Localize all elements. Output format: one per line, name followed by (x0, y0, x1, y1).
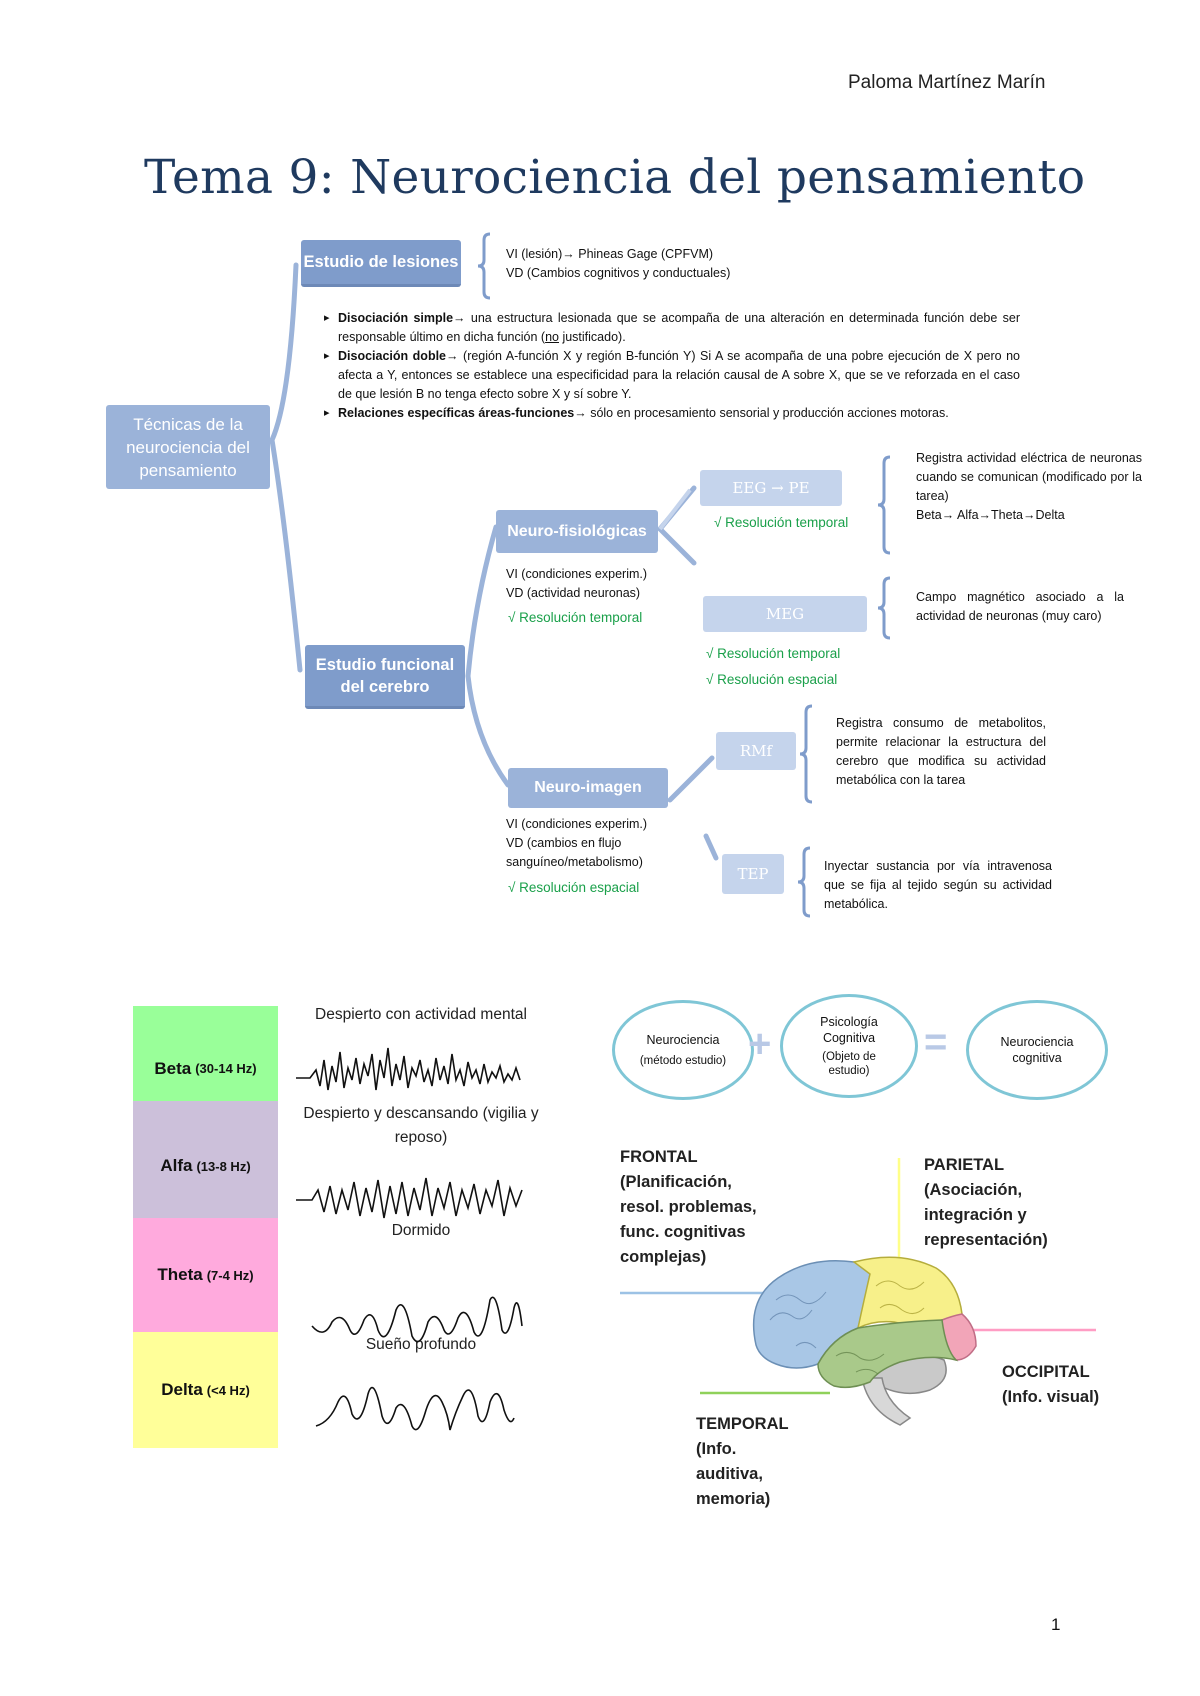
meg-description: Campo magnético asociado a la actividad … (916, 590, 1124, 623)
wave-delta-cell: Delta(<4 Hz) (133, 1332, 278, 1448)
neurofisio-check: √ Resolución temporal (508, 610, 643, 625)
ellipse-neurociencia: Neurociencia (método estudio) (612, 1000, 754, 1100)
rmf-description: Registra consumo de metabolitos, permite… (836, 716, 1046, 787)
concept-map-connectors (269, 232, 891, 918)
node-meg: MEG (703, 596, 867, 632)
wave-alfa-cell: Alfa(13-8 Hz) (133, 1101, 278, 1231)
tep-description: Inyectar sustancia por vía intravenosa q… (824, 859, 1052, 911)
ellipse-psicologia-cognitiva: Psicología Cognitiva (Objeto de estudio) (780, 994, 918, 1098)
ellipse-neurociencia-cognitiva: Neurociencia cognitiva (966, 1000, 1108, 1100)
plus-sign: + (748, 1022, 772, 1066)
neuroimagen-check: √ Resolución espacial (508, 880, 640, 895)
wave-delta-state: Sueño profundo (365, 1336, 477, 1353)
node-eeg: EEG → PE (700, 470, 842, 506)
label-frontal: FRONTAL (Planificación, resol. problemas… (620, 1148, 757, 1266)
alfa-waveform (296, 1177, 523, 1219)
brainstem (861, 1377, 912, 1426)
neurofisio-vd: VD (actividad neuronas) (506, 586, 641, 600)
bullet-disociacion-doble: Disociación doble→ (región A-función X y… (324, 347, 1020, 404)
page-title: Tema 9: Neurociencia del pensamiento (144, 150, 1086, 205)
label-temporal: TEMPORAL (Info. auditiva, memoria) (696, 1415, 789, 1508)
brain-illustration (620, 1158, 1096, 1426)
eeg-check: √ Resolución temporal (714, 515, 849, 530)
lesiones-bullets: Disociación simple→ una estructura lesio… (320, 309, 1020, 423)
eeg-waveforms (296, 1047, 523, 1431)
node-tep: TEP (722, 854, 784, 894)
node-estudio-lesiones: Estudio de lesiones (301, 240, 461, 287)
theta-waveform (311, 1296, 523, 1343)
neuroimagen-vi: VI (condiciones experim.) (506, 817, 648, 831)
wave-theta-state: Dormido (391, 1222, 451, 1239)
meg-check-espacial: √ Resolución espacial (706, 672, 838, 687)
meg-check-temporal: √ Resolución temporal (706, 646, 841, 661)
wave-beta-state: Despierto con actividad mental (315, 1006, 527, 1023)
label-occipital: OCCIPITAL (Info. visual) (1002, 1363, 1100, 1406)
page-number: 1 (1051, 1615, 1061, 1634)
neuroimagen-vd: VD (cambios en flujo sanguíneo/metabolis… (506, 836, 643, 869)
temporal-lobe (817, 1319, 959, 1389)
bullet-disociacion-simple: Disociación simple→ una estructura lesio… (324, 309, 1020, 347)
lesiones-vi: VI (lesión)→ Phineas Gage (CPFVM) (506, 247, 714, 261)
wave-alfa-state: Despierto y descansando (vigilia y repos… (303, 1105, 539, 1146)
bullet-relaciones-especificas: Relaciones específicas áreas-funciones→ … (324, 404, 1020, 423)
delta-waveform (315, 1386, 515, 1431)
equals-sign: = (924, 1020, 948, 1064)
wave-theta-cell: Theta(7-4 Hz) (133, 1218, 278, 1332)
parietal-lobe (852, 1256, 963, 1330)
lesiones-vd: VD (Cambios cognitivos y conductuales) (506, 266, 731, 280)
node-neuro-imagen: Neuro-imagen (508, 768, 668, 808)
root-node: Técnicas de la neurociencia del pensamie… (106, 405, 270, 489)
node-neuro-fisiologicas: Neuro-fisiológicas (496, 510, 658, 553)
node-estudio-funcional: Estudio funcional del cerebro (305, 645, 465, 709)
author-name: Paloma Martínez Marín (848, 72, 1046, 93)
eeg-wave-sequence: Beta→ Alfa→Theta→Delta (916, 508, 1065, 522)
beta-waveform (296, 1047, 521, 1091)
eeg-description: Registra actividad eléctrica de neuronas… (916, 449, 1142, 525)
label-parietal: PARIETAL (Asociación, integración y repr… (924, 1156, 1048, 1249)
node-rmf: RMf (716, 732, 796, 770)
neurofisio-vi: VI (condiciones experim.) (506, 567, 648, 581)
